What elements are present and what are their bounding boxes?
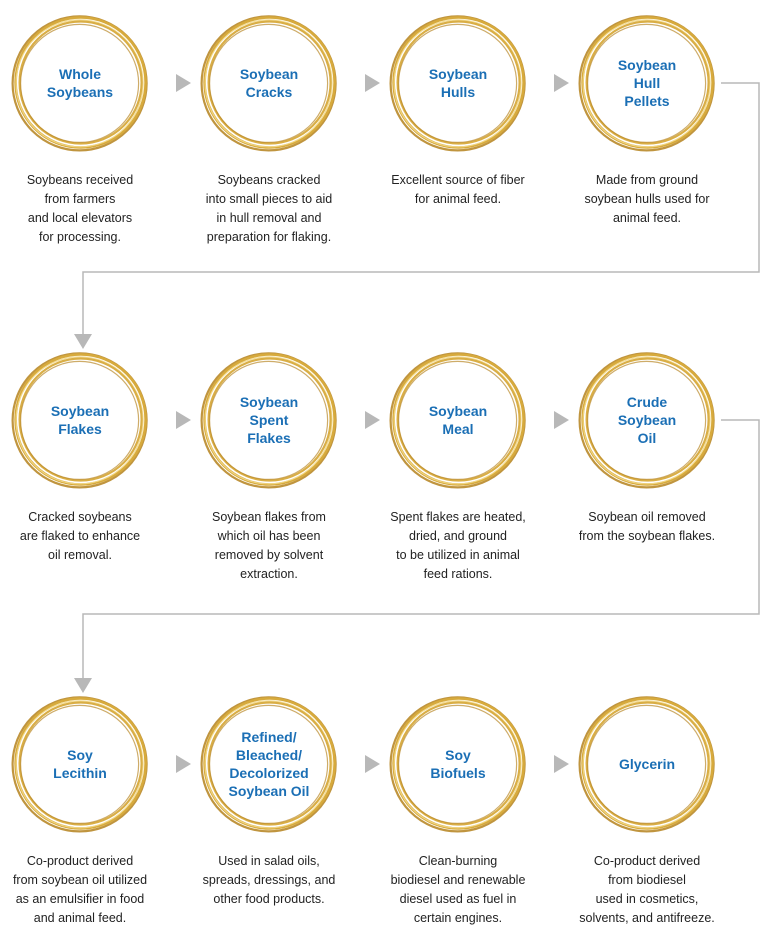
- stage-title: Glycerin: [618, 756, 676, 772]
- stage-description: Soybeans cracked into small pieces to ai…: [205, 173, 333, 244]
- arrow-right-icon: [176, 411, 191, 429]
- row-connector-line: [82, 82, 760, 334]
- stage-description: Clean-burning biodiesel and renewable di…: [390, 854, 526, 925]
- gold-ring-icon: [11, 15, 148, 152]
- stage-description: Made from ground soybean hulls used for …: [584, 173, 710, 225]
- arrow-right-icon: [176, 74, 191, 92]
- gold-ring-icon: [389, 352, 526, 489]
- stage-title: Refined/ Bleached/ Decolorized Soybean O…: [228, 729, 310, 799]
- stage-title: Crude Soybean Oil: [617, 394, 677, 446]
- arrow-down-icon: [74, 334, 92, 349]
- gold-ring-icon: [11, 352, 148, 489]
- gold-ring-icon: [578, 352, 715, 489]
- stage-title: Soy Lecithin: [53, 747, 107, 781]
- arrow-right-icon: [365, 74, 380, 92]
- stage-description: Excellent source of fiber for animal fee…: [391, 173, 525, 206]
- arrow-right-icon: [554, 74, 569, 92]
- row-connector-line: [82, 419, 760, 678]
- stage-title: Soybean Hull Pellets: [617, 57, 677, 109]
- arrow-right-icon: [365, 411, 380, 429]
- gold-ring-icon: [200, 696, 337, 833]
- gold-ring-icon: [389, 696, 526, 833]
- stage-title: Soybean Hulls: [428, 66, 488, 100]
- gold-ring-icon: [578, 15, 715, 152]
- stage-description: Cracked soybeans are flaked to enhance o…: [19, 510, 141, 562]
- stage-title: Soy Biofuels: [430, 747, 486, 781]
- stage-description: Soybeans received from farmers and local…: [26, 173, 134, 244]
- arrow-right-icon: [365, 755, 380, 773]
- gold-ring-icon: [389, 15, 526, 152]
- stage-description: Co-product derived from biodiesel used i…: [579, 854, 715, 925]
- stage-description: Spent flakes are heated, dried, and grou…: [390, 510, 526, 581]
- gold-ring-icon: [578, 696, 715, 833]
- arrow-right-icon: [176, 755, 191, 773]
- gold-ring-icon: [200, 352, 337, 489]
- stage-title: Soybean Flakes: [50, 403, 110, 437]
- stage-title: Whole Soybeans: [46, 66, 114, 100]
- gold-ring-icon: [11, 696, 148, 833]
- stage-title: Soybean Spent Flakes: [239, 394, 299, 446]
- stage-description: Soybean flakes from which oil has been r…: [212, 510, 326, 581]
- stage-description: Soybean oil removed from the soybean fla…: [578, 510, 716, 543]
- gold-ring-icon: [200, 15, 337, 152]
- stage-title: Soybean Meal: [428, 403, 488, 437]
- stage-description: Used in salad oils, spreads, dressings, …: [202, 854, 336, 906]
- stage-description: Co-product derived from soybean oil util…: [12, 854, 148, 925]
- arrow-right-icon: [554, 755, 569, 773]
- arrow-down-icon: [74, 678, 92, 693]
- stage-title: Soybean Cracks: [239, 66, 299, 100]
- arrow-right-icon: [554, 411, 569, 429]
